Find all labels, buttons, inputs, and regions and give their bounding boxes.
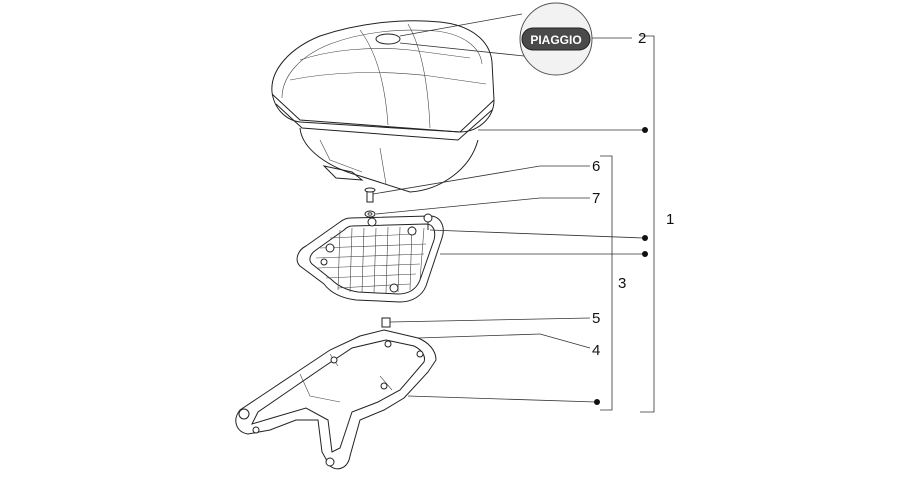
callout-1: 1 [666, 211, 674, 228]
piaggio-logo-detail: PIAGGIO [399, 2, 593, 76]
screw-and-washer [364, 187, 376, 218]
leader-lines [372, 35, 655, 413]
logo-badge [521, 27, 591, 51]
callout-2: 2 [638, 30, 646, 47]
nut [381, 317, 391, 328]
callout-4: 4 [592, 342, 600, 359]
luggage-rack [235, 329, 437, 470]
plate-stud [423, 213, 433, 223]
callout-3: 3 [618, 275, 626, 292]
callout-7: 7 [592, 190, 600, 207]
callout-6: 6 [592, 158, 600, 175]
logo-text: PIAGGIO [530, 33, 581, 47]
mounting-plate [296, 213, 444, 303]
top-case [271, 20, 495, 193]
leader-dots [594, 127, 648, 405]
plate-grid [315, 225, 427, 294]
callout-5: 5 [592, 310, 600, 327]
